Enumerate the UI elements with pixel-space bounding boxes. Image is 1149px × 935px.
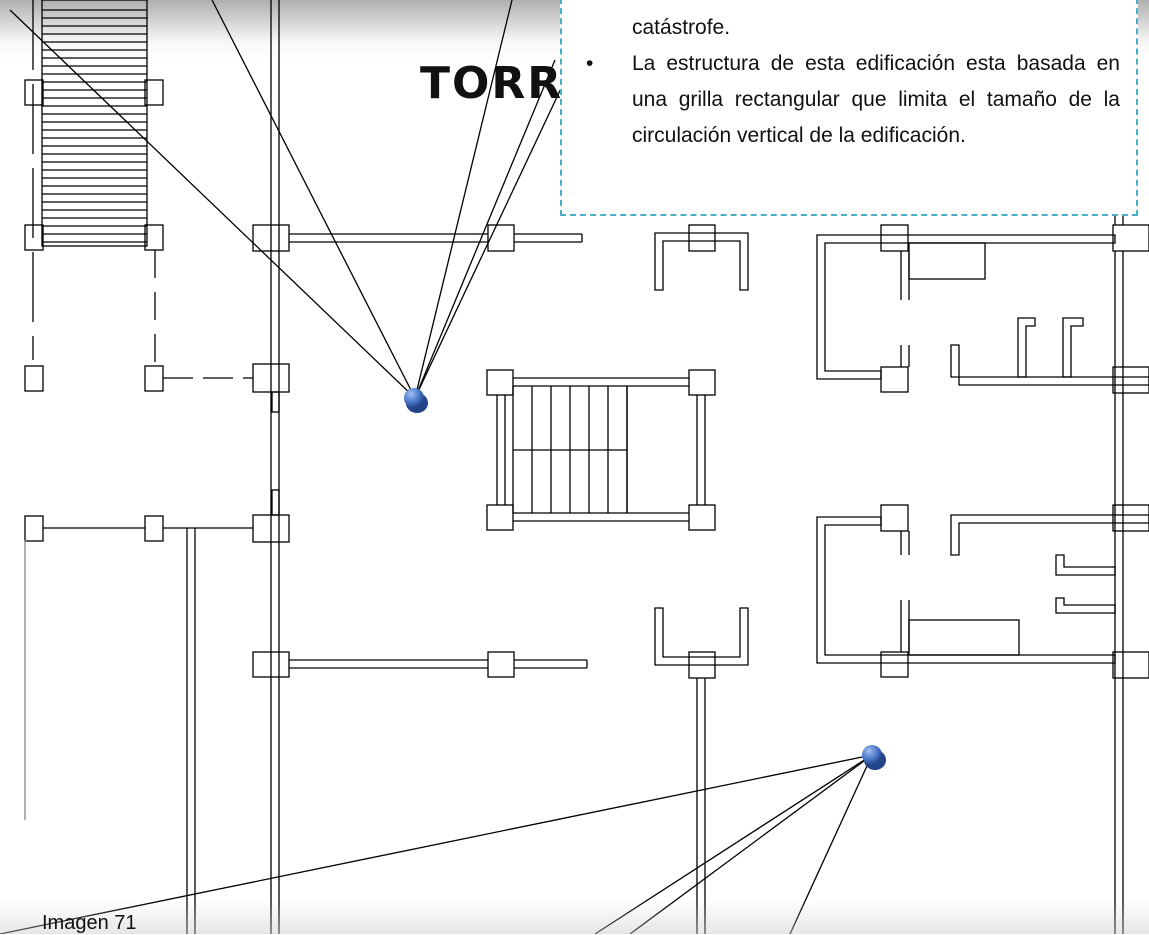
pin-icon bbox=[404, 388, 428, 413]
note-bullet-text: La estructura de esta edificación esta b… bbox=[632, 52, 1120, 147]
beams bbox=[289, 224, 588, 678]
note-bullet-list: • La estructura de esta edificación esta… bbox=[578, 46, 1120, 154]
core-bottom-center bbox=[654, 607, 749, 934]
note-lead-text: catástrofe. bbox=[632, 16, 731, 39]
rooms-right bbox=[816, 212, 1149, 934]
columns-left bbox=[24, 79, 253, 542]
dashed-note-box: catástrofe. • La estructura de esta edif… bbox=[560, 0, 1138, 216]
image-caption: Imagen 71 bbox=[42, 912, 137, 934]
central-staircase bbox=[486, 369, 716, 531]
photo-shadow-bottom bbox=[0, 900, 1149, 934]
pin-icon bbox=[862, 745, 886, 770]
core-top-center bbox=[654, 224, 749, 291]
leader-lines bbox=[0, 0, 873, 934]
note-bullet-item: • La estructura de esta edificación esta… bbox=[586, 46, 1120, 154]
wall-column-axis-1 bbox=[186, 0, 290, 934]
left-staircase bbox=[32, 0, 156, 366]
bullet-icon: • bbox=[586, 52, 594, 75]
